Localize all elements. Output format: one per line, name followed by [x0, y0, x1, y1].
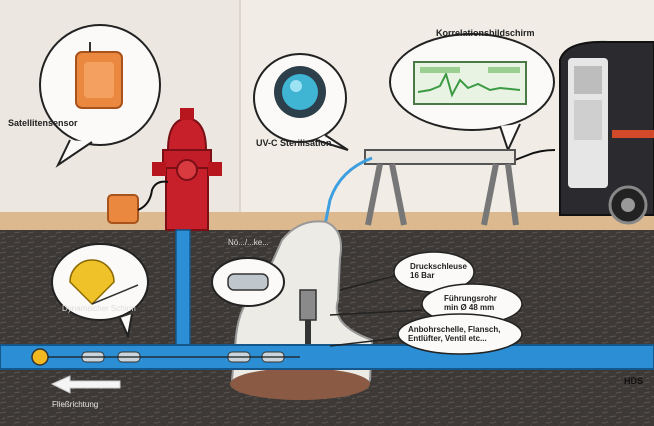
sensor-capsule-icon	[228, 274, 268, 290]
satellite-sensor-label: Satellitensensor	[8, 118, 78, 128]
hydrant-riser-pipe	[176, 230, 190, 345]
hydrant-tag-label: Nö.../...ke...	[228, 238, 269, 247]
uvc-label: UV-C Sterilisation	[256, 138, 332, 148]
dynamic-screen-label: Dynamischer Schirm	[62, 304, 136, 313]
correlation-screen-label: Korrelationsbildschirm	[436, 28, 535, 38]
sensor-capsule-bubble	[212, 258, 284, 306]
service-van	[560, 42, 654, 223]
fitting-label: Anbohrschelle, Flansch,Entlüfter, Ventil…	[408, 325, 500, 343]
artist-signature: HDS	[624, 376, 643, 386]
pressure-lock	[300, 290, 316, 320]
flow-direction-label: Fließrichtung	[52, 400, 98, 409]
